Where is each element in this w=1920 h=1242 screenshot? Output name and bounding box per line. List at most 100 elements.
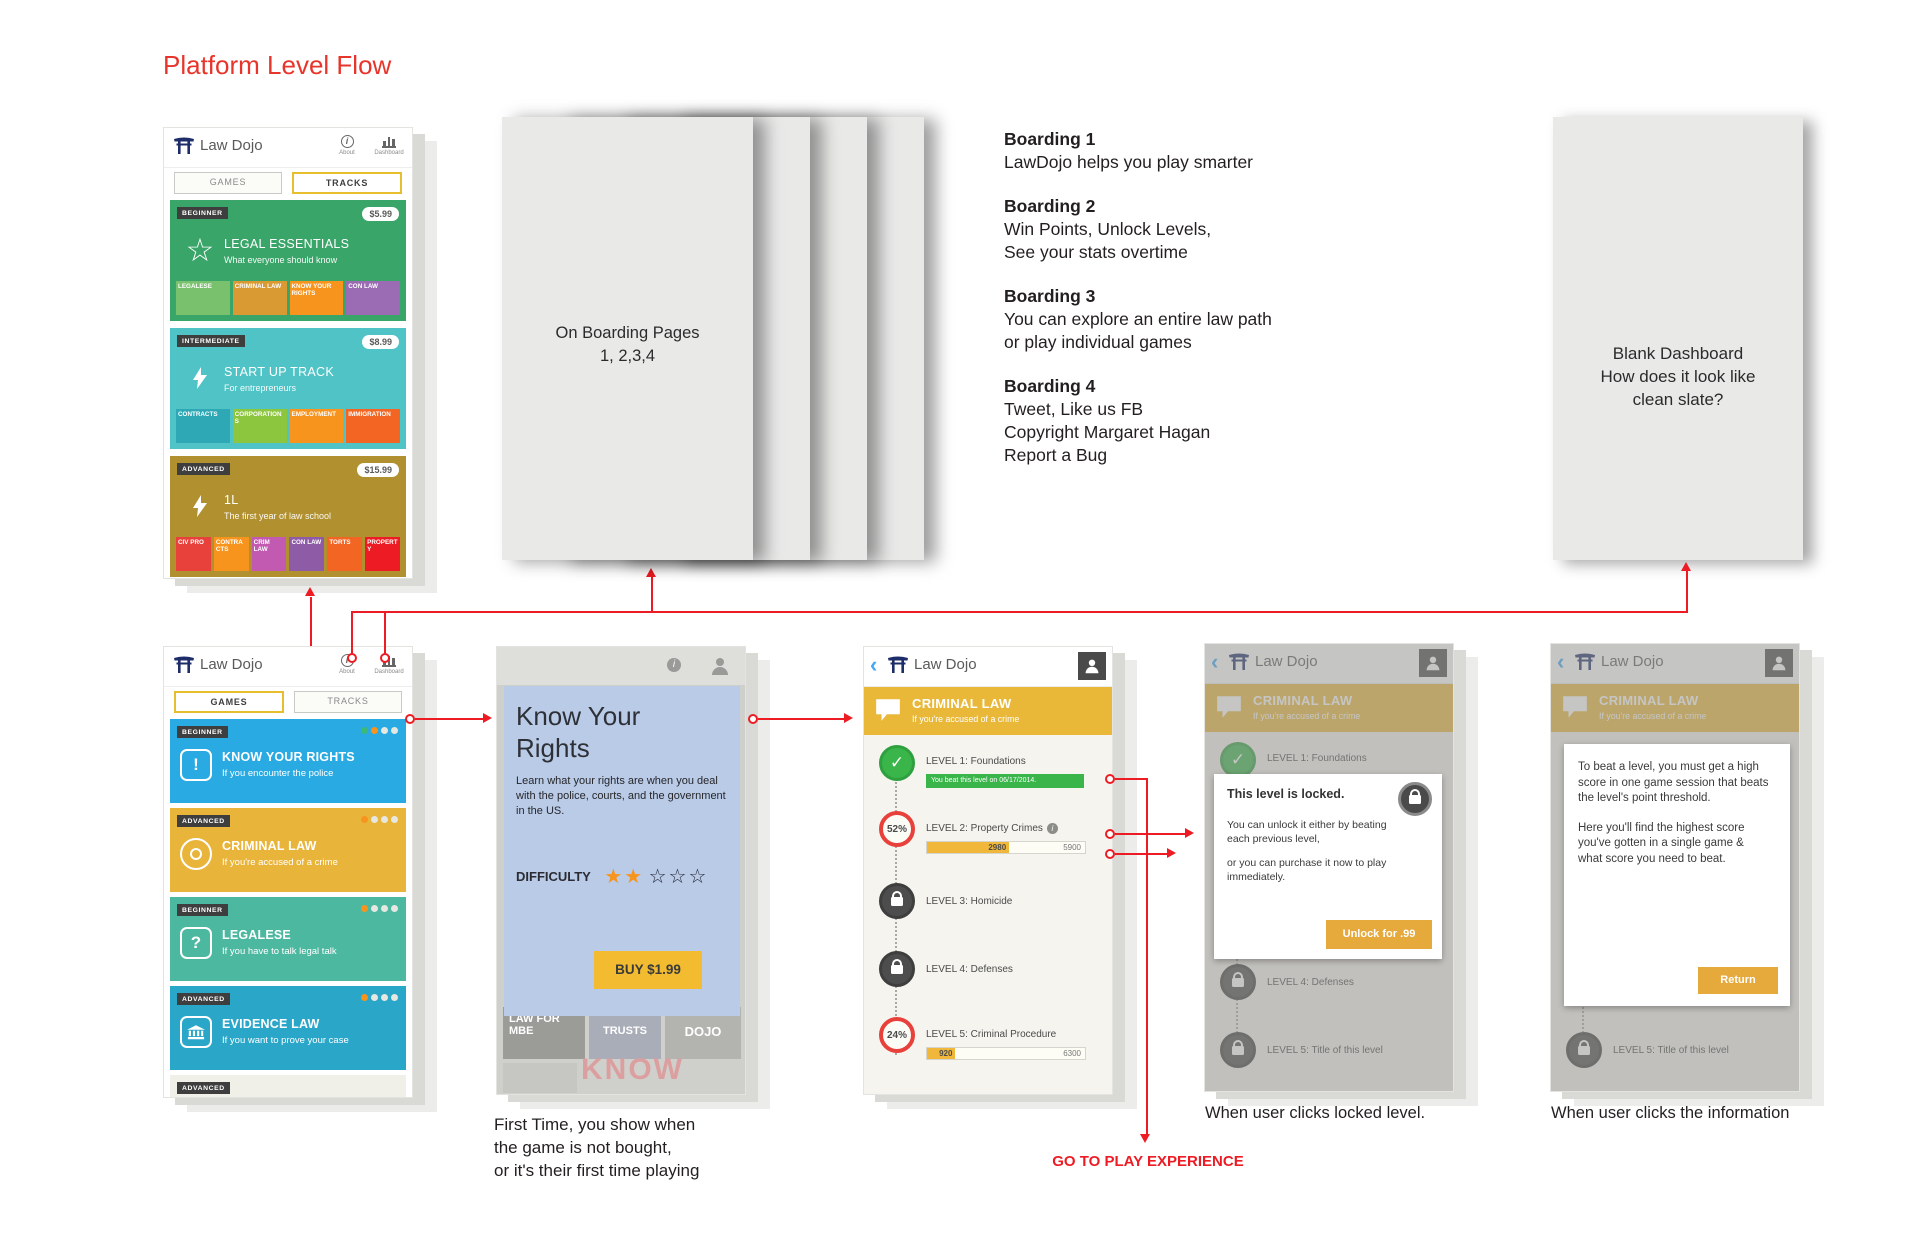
note-heading: Boarding 4	[1004, 376, 1096, 396]
connector-dot	[380, 653, 390, 663]
dashboard-button[interactable]: Dashboard	[372, 135, 406, 156]
track-tile[interactable]: CON LAW	[289, 537, 325, 571]
band-title: CRIMINAL LAW	[912, 696, 1012, 711]
lock-icon	[891, 890, 903, 906]
level-badge: BEGINNER	[177, 207, 228, 219]
track-tile[interactable]: CRIMINAL LAW	[232, 281, 287, 315]
profile-button[interactable]	[1078, 652, 1106, 680]
track-tile[interactable]: LEGALESE	[176, 281, 230, 315]
band-subtitle: If you're accused of a crime	[912, 714, 1020, 724]
track-subtitle: What everyone should know	[224, 255, 338, 265]
level-4-locked-circle[interactable]	[879, 951, 915, 987]
about-button[interactable]: i About	[339, 135, 355, 156]
game-title: EVIDENCE LAW	[222, 1017, 320, 1031]
flow-arrowhead-up	[646, 568, 656, 577]
go-to-play-label: GO TO PLAY EXPERIENCE	[1052, 1153, 1244, 1170]
levels-phone: ‹ Law Dojo CRIMINAL LAW If you're accuse…	[863, 646, 1113, 1095]
app-name: Law Dojo	[914, 656, 977, 673]
track-tile[interactable]: EMPLOYMENT	[289, 409, 344, 443]
game-card-evidence-law[interactable]: ADVANCED EVIDENCE LAW If you want to pro…	[170, 986, 406, 1070]
question-icon: ?	[180, 927, 212, 959]
level-badge: ADVANCED	[177, 815, 230, 827]
note-heading: Boarding 3	[1004, 286, 1096, 306]
track-tile[interactable]: IMMIGRATION	[346, 409, 400, 443]
difficulty-dots	[361, 994, 398, 1001]
level-badge: INTERMEDIATE	[177, 335, 245, 347]
track-tile[interactable]: TORTS	[327, 537, 363, 571]
game-detail-description: Learn what your rights are when you deal…	[516, 775, 726, 817]
blank-dashboard-page: Blank Dashboard How does it look like cl…	[1553, 117, 1803, 560]
track-tile[interactable]: CIV PRO	[176, 537, 211, 571]
level-badge: ADVANCED	[177, 1082, 230, 1094]
game-detail-title: Know Your Rights	[516, 701, 641, 763]
first-time-caption: First Time, you show when the game is no…	[494, 1115, 700, 1180]
level-list: ✓ LEVEL 1: Foundations You beat this lev…	[864, 735, 1112, 1094]
flow-line	[1115, 833, 1187, 835]
track-tile[interactable]: PROPERTY	[365, 537, 400, 571]
game-card-legalese[interactable]: BEGINNER ? LEGALESE If you have to talk …	[170, 897, 406, 981]
return-button[interactable]: Return	[1698, 967, 1778, 994]
level-info-icon[interactable]: i	[1046, 823, 1058, 834]
note-line: You can explore an entire law path	[1004, 309, 1272, 329]
track-tile[interactable]: CRIM LAW	[251, 537, 287, 571]
exclamation-icon: !	[180, 749, 212, 781]
track-subtitle: The first year of law school	[224, 511, 332, 521]
flow-line	[1115, 778, 1148, 780]
track-card-legal-essentials[interactable]: BEGINNER $5.99 ☆ LEGAL ESSENTIALS What e…	[170, 200, 406, 321]
note-heading: Boarding 2	[1004, 196, 1096, 216]
game-subtitle: If you're accused of a crime	[222, 857, 338, 868]
track-tile[interactable]: CONTRACTS	[213, 537, 249, 571]
track-tile[interactable]: CONTRACTS	[176, 409, 230, 443]
game-card-partial[interactable]: ADVANCED	[170, 1075, 406, 1097]
app-header: ‹ Law Dojo	[864, 647, 1112, 687]
modal-title: This level is locked.	[1227, 787, 1345, 801]
game-subtitle: If you have to talk legal talk	[222, 946, 337, 957]
app-header: Law Dojo i About Dashboard	[164, 128, 412, 168]
buy-button[interactable]: BUY $1.99	[594, 951, 702, 989]
connector-dot	[1105, 829, 1115, 839]
back-chevron-icon[interactable]: ‹	[870, 652, 878, 677]
tab-games[interactable]: GAMES	[174, 172, 282, 194]
level-2-progress-circle[interactable]: 52%	[879, 811, 915, 847]
app-header: Law Dojo i About Dashboard	[164, 647, 412, 687]
unlock-button[interactable]: Unlock for .99	[1326, 920, 1432, 949]
note-line: Tweet, Like us FB	[1004, 399, 1144, 419]
tab-tracks[interactable]: TRACKS	[292, 172, 402, 194]
level-progress-bar: 920 6300	[926, 1047, 1086, 1060]
lock-icon	[891, 958, 903, 974]
flow-line	[415, 718, 485, 720]
track-card-1l[interactable]: ADVANCED $15.99 1L The first year of law…	[170, 456, 406, 577]
track-tile[interactable]: CON LAW	[346, 281, 400, 315]
price-badge: $5.99	[362, 207, 399, 221]
connector-dot	[1105, 849, 1115, 859]
level-name: LEVEL 1: Foundations	[926, 756, 1026, 767]
app-logo: Law Dojo	[888, 656, 977, 673]
track-tile[interactable]: CORPORATIONS	[232, 409, 287, 443]
game-card-criminal-law[interactable]: ADVANCED CRIMINAL LAW If you're accused …	[170, 808, 406, 892]
info-icon: i	[340, 135, 354, 148]
tab-tracks[interactable]: TRACKS	[294, 691, 402, 713]
difficulty-dots	[361, 816, 398, 823]
lightning-icon	[182, 360, 218, 396]
game-title: KNOW YOUR RIGHTS	[222, 750, 355, 764]
game-card-know-your-rights[interactable]: BEGINNER ! KNOW YOUR RIGHTS If you encou…	[170, 719, 406, 803]
level-1-complete-circle[interactable]: ✓	[879, 745, 915, 781]
level-3-locked-circle[interactable]	[879, 883, 915, 919]
level-badge: ADVANCED	[177, 993, 230, 1005]
level-info-phone: ‹ Law Dojo CRIMINAL LAW If you're accuse…	[1550, 643, 1800, 1092]
diagram-title: Platform Level Flow	[163, 50, 392, 80]
tab-games[interactable]: GAMES	[174, 691, 284, 713]
level-5-progress-circle[interactable]: 24%	[879, 1017, 915, 1053]
price-badge: $8.99	[362, 335, 399, 349]
app-name: Law Dojo	[200, 137, 263, 154]
note-heading: Boarding 1	[1004, 129, 1096, 149]
flow-rail	[351, 611, 1688, 613]
dimmed-game-tile	[503, 1063, 577, 1093]
note-line: or play individual games	[1004, 332, 1192, 352]
track-card-start-up[interactable]: INTERMEDIATE $8.99 START UP TRACK For en…	[170, 328, 406, 449]
courthouse-icon	[180, 1016, 212, 1048]
bar-chart-icon	[382, 135, 396, 148]
track-tile[interactable]: KNOW YOUR RIGHTS	[289, 281, 344, 315]
torii-logo-icon	[174, 656, 194, 673]
